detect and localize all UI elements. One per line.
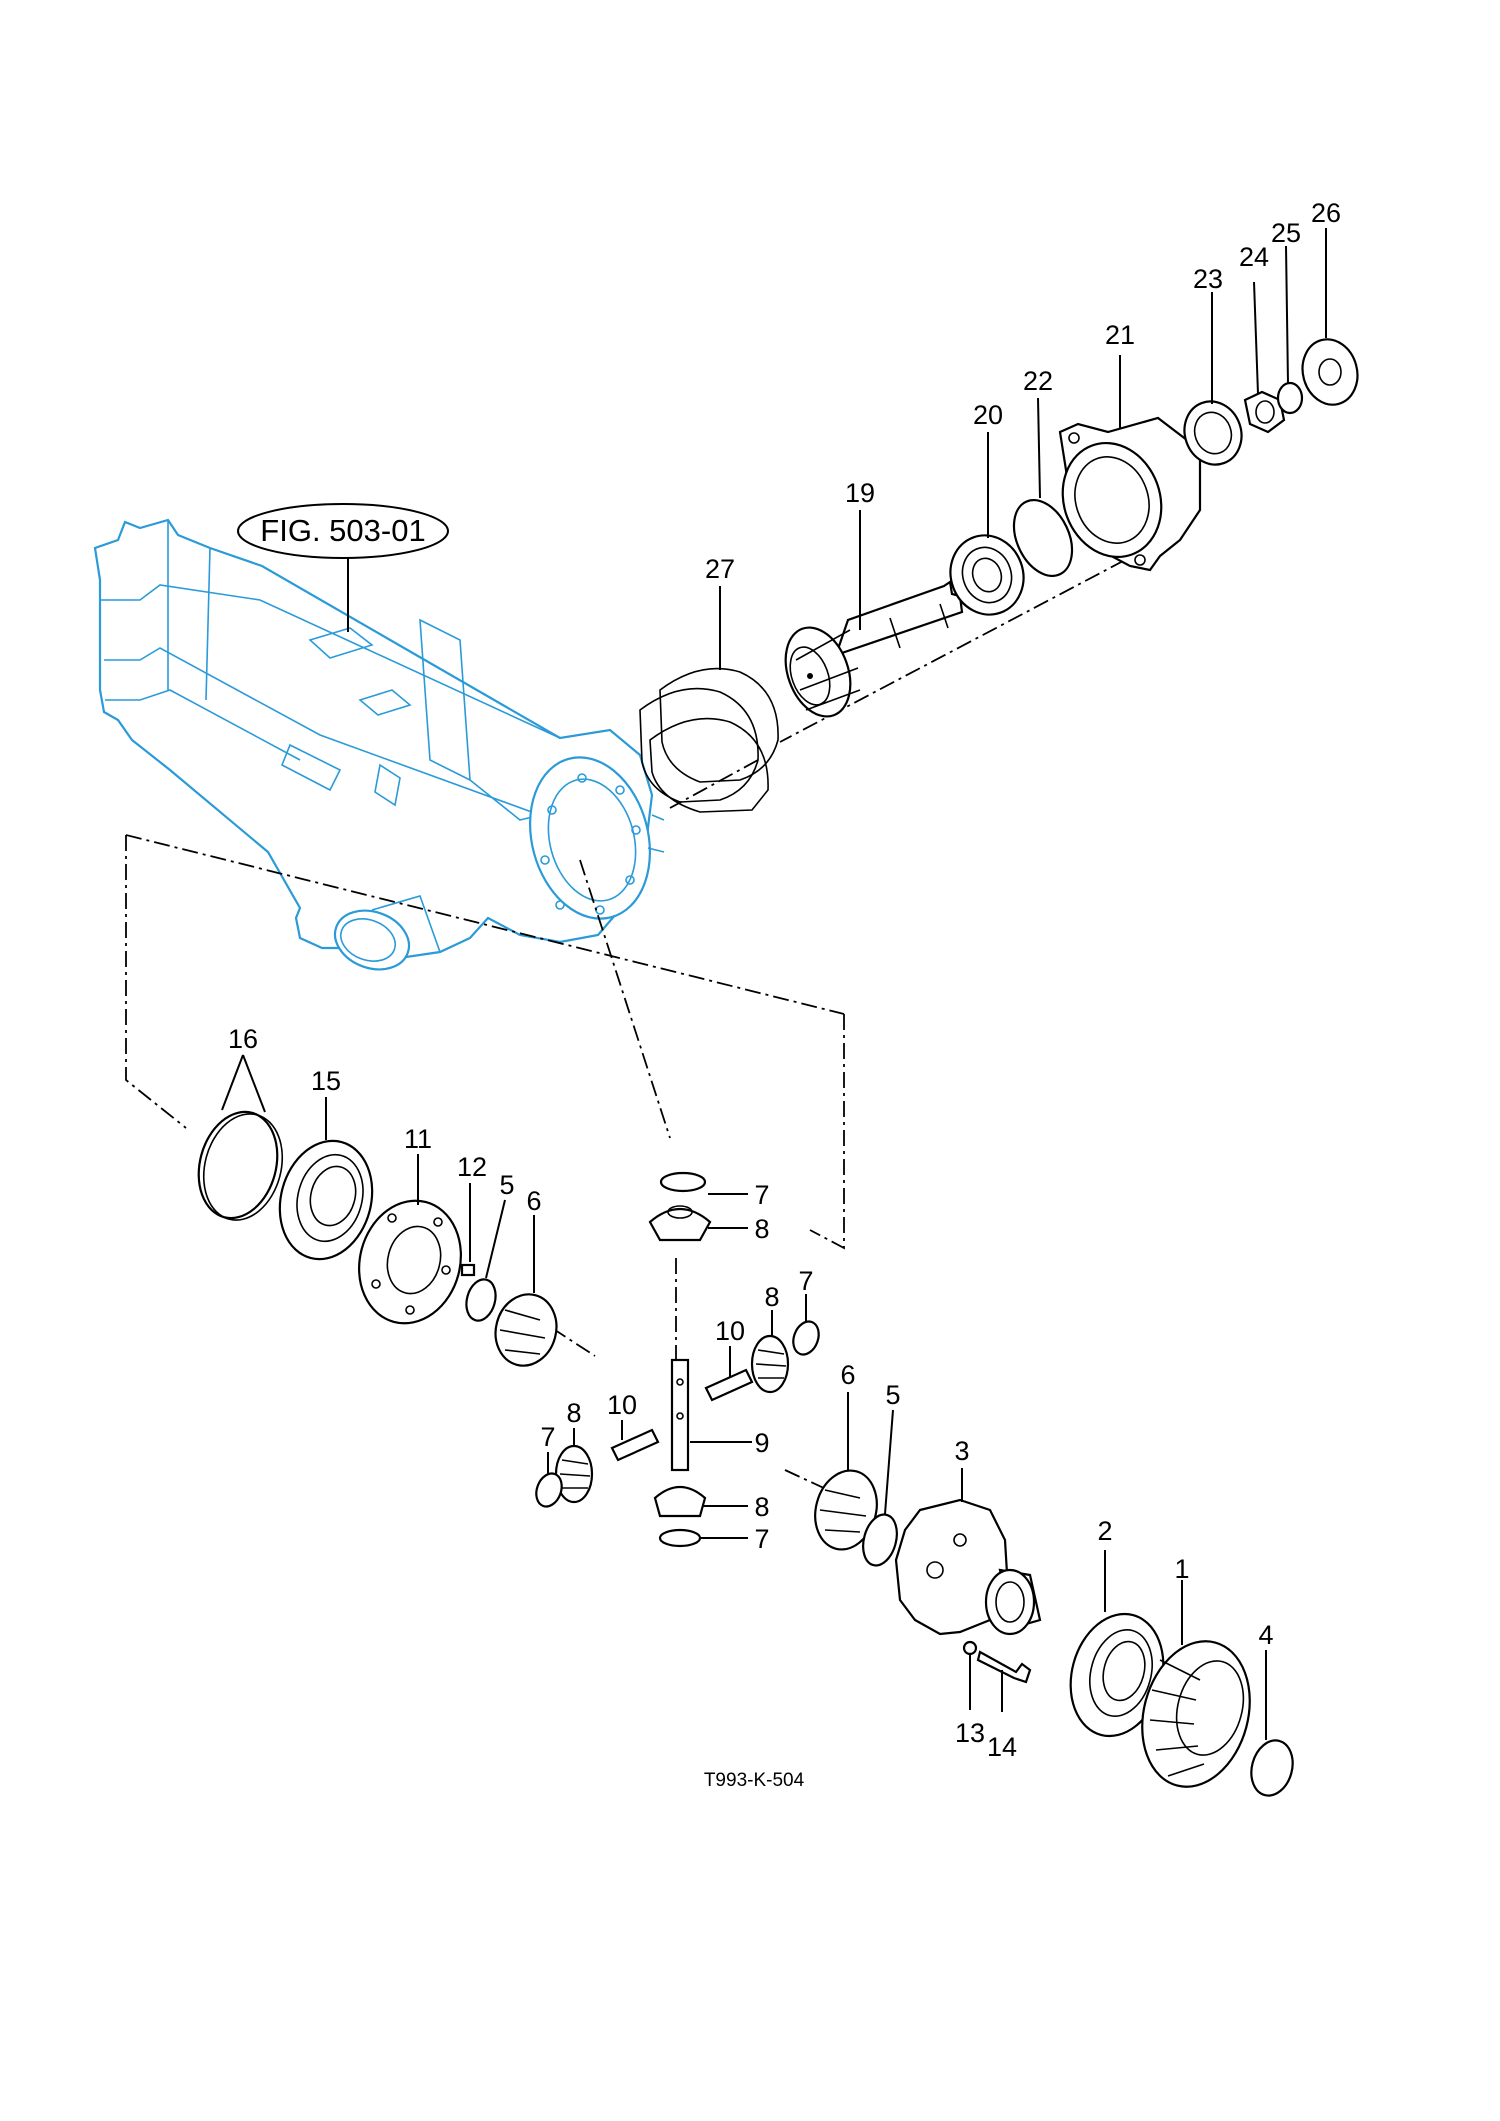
- o-ring-22: [1012, 499, 1074, 577]
- callout-10-right: 10: [715, 1316, 745, 1346]
- nut-24: [1243, 390, 1286, 434]
- pinion-gear-8-right: [750, 1334, 790, 1394]
- callout-3: 3: [954, 1436, 969, 1466]
- figure-reference: FIG. 503-01: [237, 503, 449, 632]
- thrust-washer-5a: [465, 1278, 497, 1322]
- callout-8-right: 8: [764, 1282, 779, 1312]
- callout-6-left: 6: [526, 1186, 541, 1216]
- callout-8-top: 8: [754, 1214, 769, 1244]
- shim-set: [639, 667, 779, 813]
- callout-8-left: 8: [566, 1398, 581, 1428]
- bearing-23: [1183, 400, 1243, 466]
- callout-23: 23: [1193, 264, 1223, 294]
- seal-26: [1301, 338, 1359, 406]
- differential-case-3: [894, 1498, 1042, 1636]
- bearing-15: [278, 1139, 374, 1261]
- figure-reference-text: FIG. 503-01: [260, 513, 425, 548]
- snap-rings-16: [197, 1110, 284, 1221]
- callout-7-bottom: 7: [754, 1524, 769, 1554]
- callout-10-left: 10: [607, 1390, 637, 1420]
- pinion-pin-10-right: [704, 1368, 754, 1402]
- thrust-washer-7-left: [535, 1472, 563, 1508]
- callout-9: 9: [754, 1428, 769, 1458]
- callout-5-left: 5: [499, 1170, 514, 1200]
- callout-24: 24: [1239, 242, 1269, 272]
- lock-washer-13: [962, 1640, 978, 1656]
- pin-12: [460, 1263, 476, 1277]
- leader-lines: [221, 228, 1327, 1740]
- callout-25: 25: [1271, 218, 1301, 248]
- thrust-washer-7-top: [659, 1171, 707, 1193]
- callout-7-right: 7: [798, 1266, 813, 1296]
- callout-6-right: 6: [840, 1360, 855, 1390]
- assembly-centerlines: [125, 559, 1126, 1491]
- thrust-washer-7-right: [792, 1320, 820, 1356]
- callout-22: 22: [1023, 366, 1053, 396]
- callout-14: 14: [987, 1732, 1017, 1762]
- pinion-shaft: [784, 580, 964, 718]
- thrust-washer-5b: [862, 1513, 898, 1567]
- ring-gear-1: [1141, 1640, 1251, 1788]
- callout-12: 12: [457, 1152, 487, 1182]
- callout-21: 21: [1105, 320, 1135, 350]
- pinion-gear-8-top: [648, 1205, 712, 1242]
- callout-26: 26: [1311, 198, 1341, 228]
- callout-19: 19: [845, 478, 875, 508]
- bearing-20: [949, 534, 1025, 616]
- thrust-washer-7-bottom: [658, 1528, 702, 1548]
- callout-13: 13: [955, 1718, 985, 1748]
- callout-16: 16: [228, 1024, 258, 1054]
- diff-cover-11: [358, 1199, 462, 1325]
- callout-7-top: 7: [754, 1180, 769, 1210]
- callout-4: 4: [1258, 1620, 1273, 1650]
- callout-1: 1: [1174, 1554, 1189, 1584]
- callout-5-right: 5: [885, 1380, 900, 1410]
- side-gear-6a: [494, 1293, 558, 1367]
- pinion-pin-10-left: [610, 1428, 660, 1462]
- callout-27: 27: [705, 554, 735, 584]
- axle-housing-drawing: [93, 518, 665, 971]
- callout-2: 2: [1097, 1516, 1112, 1546]
- bearing-housing-21: [1058, 416, 1202, 572]
- callout-11: 11: [404, 1124, 432, 1154]
- bolt-14: [976, 1650, 1032, 1684]
- snap-ring-4: [1250, 1739, 1294, 1797]
- callout-8-bottom: 8: [754, 1492, 769, 1522]
- callout-labels: 1 2 3 4 5 5 6 6 7 7 7 7 8 8 8 8 9 10 10 …: [228, 198, 1341, 1762]
- washer-25: [1276, 381, 1304, 415]
- callout-15: 15: [311, 1066, 341, 1096]
- callout-20: 20: [973, 400, 1003, 430]
- pinion-gear-8-bottom: [653, 1485, 707, 1518]
- cross-shaft-9: [670, 1358, 690, 1472]
- callout-7-left: 7: [540, 1422, 555, 1452]
- drawing-code: T993-K-504: [704, 1770, 805, 1791]
